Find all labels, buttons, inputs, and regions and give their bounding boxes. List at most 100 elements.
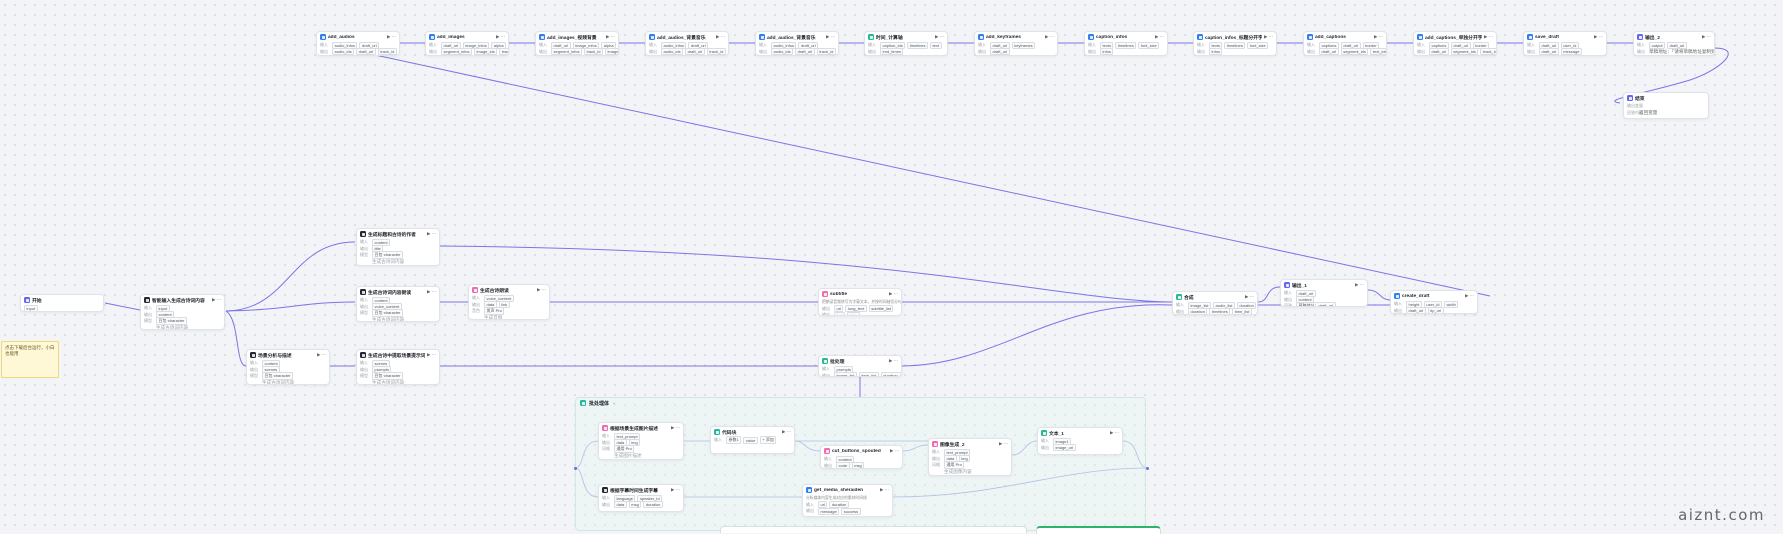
run-icon[interactable]: ▶ ⋯ <box>1245 294 1254 299</box>
node-footer: 生成古诗词内容 <box>357 259 439 266</box>
run-icon[interactable]: ▶ ⋯ <box>716 34 725 39</box>
run-icon[interactable]: ▶ ⋯ <box>387 34 396 39</box>
run-icon[interactable]: ▶ ⋯ <box>1465 293 1474 298</box>
node-footer-text: 生成古诗词内容 <box>156 324 189 330</box>
run-icon[interactable]: ▶ ⋯ <box>889 358 898 363</box>
run-icon[interactable]: ▶ ⋯ <box>606 34 615 39</box>
run-icon[interactable]: ▶ ⋯ <box>671 487 680 492</box>
end-node[interactable]: 结束 输出变量 回答内容返回变量 <box>1623 92 1709 119</box>
param-chip: draft_url <box>356 48 376 55</box>
param-chip: audio_ids <box>332 48 355 55</box>
run-icon[interactable]: ▶ ⋯ <box>1702 34 1711 39</box>
param-chip: draft_url <box>1319 48 1339 55</box>
run-icon[interactable]: ▶ ⋯ <box>1594 34 1603 39</box>
param-chip: duration <box>829 501 849 509</box>
run-icon[interactable]: ▶ ⋯ <box>782 429 791 434</box>
run-icon[interactable]: ▶ ⋯ <box>496 34 505 39</box>
run-icon[interactable]: ▶ ⋯ <box>1045 34 1054 39</box>
node-title: 代码块 <box>722 430 737 436</box>
node-icon <box>539 34 545 40</box>
run-icon[interactable]: ▶ ⋯ <box>1484 34 1493 39</box>
run-icon[interactable]: ▶ ⋯ <box>1355 282 1364 287</box>
bottom-panel-left[interactable] <box>720 526 1027 533</box>
run-icon[interactable]: ▶ ⋯ <box>999 441 1008 446</box>
group-node-grid[interactable]: get_media_sheraiden▶ ⋯分析媒体内容生成对应的素材时间线输入… <box>802 484 893 517</box>
run-icon[interactable]: ▶ ⋯ <box>317 352 326 357</box>
param-chip: link <box>498 301 510 309</box>
run-icon[interactable]: ▶ ⋯ <box>1110 430 1119 435</box>
run-icon[interactable]: ▶ ⋯ <box>427 231 436 236</box>
param-chip: font_size <box>1247 41 1269 49</box>
param-chip: 草稿地址：draft_url <box>1296 302 1336 306</box>
param-chip: track_id <box>816 48 836 55</box>
run-icon[interactable]: ▶ ⋯ <box>427 289 436 294</box>
node-param-row: 模型豆包·character <box>247 372 329 381</box>
bottom-panel-right[interactable] <box>1036 526 1161 534</box>
node-title: add_keyframes <box>986 34 1021 40</box>
run-icon[interactable]: ▶ ⋯ <box>880 487 889 492</box>
run-icon[interactable]: ▶ ⋯ <box>427 352 436 357</box>
run-icon[interactable]: ▶ ⋯ <box>671 425 680 430</box>
node-images-p[interactable]: 生成古诗中提取场景提示词的提示语▶ ⋯输入scenes输出prompts模型豆包… <box>356 349 440 385</box>
chevron-down-icon[interactable]: ⌄ <box>612 400 617 406</box>
run-icon[interactable]: ▶ ⋯ <box>537 287 546 292</box>
param-label: 输出 <box>822 305 830 311</box>
edge-output1-create <box>1367 289 1391 301</box>
node-footer: 生成古诗词内容 <box>357 380 439 384</box>
run-icon[interactable]: ▶ ⋯ <box>1155 34 1164 39</box>
sticky-note[interactable]: 点击下载后台运行，小白也能用 <box>1 341 59 378</box>
node-title: 输出_2 <box>1645 35 1660 41</box>
param-chip: keyframes <box>1011 41 1036 49</box>
param-chip: 豆包·character <box>372 251 404 260</box>
node-footer: 生成音频 <box>469 315 549 319</box>
node-param-row: 风格通用 Pro <box>599 445 683 454</box>
run-icon[interactable]: ▶ ⋯ <box>1264 34 1273 39</box>
run-icon[interactable]: ▶ ⋯ <box>212 297 221 302</box>
param-chip: time_list <box>1232 308 1252 314</box>
param-chip: output <box>1649 41 1666 49</box>
edge-extract-spoken <box>225 301 356 312</box>
group-output-port[interactable] <box>1146 467 1149 470</box>
run-icon[interactable]: ▶ ⋯ <box>935 34 944 39</box>
group-input-port[interactable] <box>574 467 577 470</box>
run-icon[interactable]: ▶ ⋯ <box>890 448 899 453</box>
run-icon[interactable]: ▶ ⋯ <box>826 34 835 39</box>
run-icon[interactable]: ▶ ⋯ <box>1374 34 1383 39</box>
run-icon[interactable]: ▶ ⋯ <box>889 291 898 296</box>
start-node[interactable]: 开始 input <box>20 294 104 312</box>
node-footer-text: 生成图片描述 <box>614 452 642 458</box>
